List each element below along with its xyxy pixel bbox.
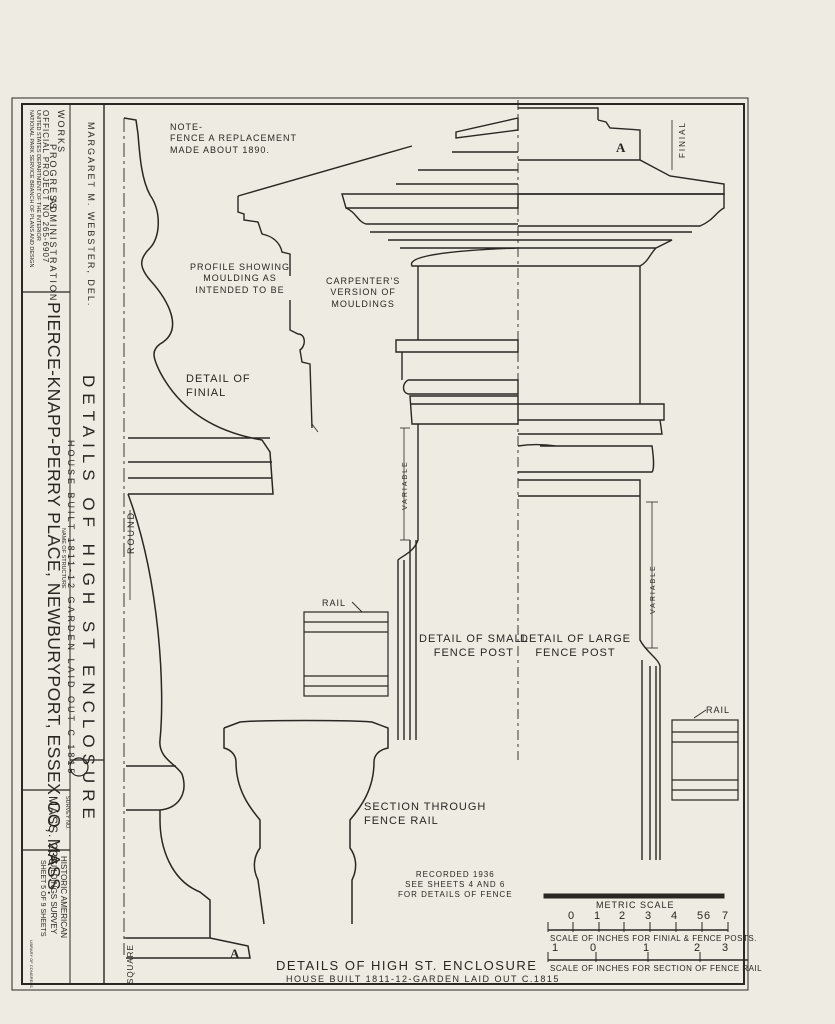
section-a-right: A: [616, 140, 627, 155]
rail-tick-0: 0: [590, 942, 598, 954]
round-label: ROUND: [126, 511, 136, 554]
recorded-note: RECORDED 1936 SEE SHEETS 4 AND 6 FOR DET…: [398, 870, 513, 899]
moulding-profile: [237, 145, 413, 276]
bottom-subtitle: HOUSE BUILT 1811-12-GARDEN LAID OUT C.18…: [286, 974, 560, 984]
carpenter-annotation: CARPENTER'S VERSION OF MOULDINGS: [326, 276, 401, 309]
tick-5: 5: [697, 910, 705, 922]
rail-tick-1-left: 1: [552, 942, 560, 954]
rail-scale-label: SCALE OF INCHES FOR SECTION OF FENCE RAI…: [550, 964, 763, 973]
sheet-subtitle: HOUSE BUILT 1811-12 GARDEN LAID OUT C 18…: [66, 440, 76, 777]
tick-7: 7: [722, 910, 730, 922]
variable-large-label: VARIABLE: [650, 564, 657, 614]
variable-small-label: VARIABLE: [402, 460, 409, 510]
sponsor-line-1: UNITED STATES DEPARTMENT OF THE INTERIOR: [35, 110, 41, 241]
tick-0: 0: [568, 910, 576, 922]
right-rail-section: [671, 709, 739, 801]
rail-tick-1: 1: [643, 942, 651, 954]
tick-3: 3: [645, 910, 653, 922]
seal-icon: [69, 757, 89, 777]
library-stamp: LIBRARY OF CONGRESS: [29, 940, 34, 988]
finial-label: FINIAL: [678, 121, 687, 158]
rail-tick-2: 2: [694, 942, 702, 954]
profile-annotation: PROFILE SHOWING MOULDING AS INTENDED TO …: [190, 262, 291, 295]
habs-line-1: HISTORIC AMERICAN: [59, 856, 68, 939]
sheet-number: SHEET 5 OF 9 SHEETS: [39, 860, 46, 937]
habs-line-2: BUILDINGS SURVEY: [49, 856, 58, 935]
carpenter-moulding: [289, 300, 313, 429]
official-project: OFFICIAL PROJECT NO 265-6907: [41, 110, 50, 264]
delineator: MARGARET M. WEBSTER, DEL.: [86, 122, 96, 308]
outer-border: [11, 97, 749, 991]
inches-scale-label: SCALE OF INCHES FOR FINIAL & FENCE POSTS…: [550, 934, 757, 943]
scale-bars: [543, 893, 749, 962]
sponsor-line-2: NATIONAL PARK SERVICE BRANCH OF PLANS AN…: [28, 110, 34, 268]
note-annotation: NOTE- FENCE A REPLACEMENT MADE ABOUT 189…: [170, 122, 298, 155]
square-label: SQUARE: [126, 944, 135, 984]
small-post-label: DETAIL OF SMALL FENCE POST: [419, 633, 529, 660]
rail-right-label: RAIL: [706, 705, 731, 715]
inner-border: [21, 103, 745, 985]
fence-rail-section: [223, 719, 389, 925]
tick-6: 6: [704, 910, 712, 922]
section-rail-label: SECTION THROUGH FENCE RAIL: [364, 801, 487, 828]
rail-left-label: RAIL: [322, 598, 347, 608]
finial-profile: [123, 117, 274, 959]
large-post-label: DETAIL OF LARGE FENCE POST: [520, 633, 631, 660]
survey-no-label: SURVEY NO.: [64, 796, 70, 830]
left-rail-section: [303, 601, 389, 697]
bottom-title: DETAILS OF HIGH ST. ENCLOSURE: [276, 958, 538, 973]
section-a-left: A: [230, 946, 241, 961]
tick-2: 2: [619, 910, 627, 922]
large-fence-post: [517, 107, 725, 860]
sheet-title: DETAILS OF HIGH ST ENCLOSURE: [79, 375, 98, 825]
tick-1: 1: [594, 910, 602, 922]
metric-scale-label: METRIC SCALE: [596, 900, 675, 910]
finial-detail-label: DETAIL OF FINIAL: [186, 373, 251, 400]
rail-tick-3: 3: [722, 942, 730, 954]
tick-4: 4: [671, 910, 679, 922]
